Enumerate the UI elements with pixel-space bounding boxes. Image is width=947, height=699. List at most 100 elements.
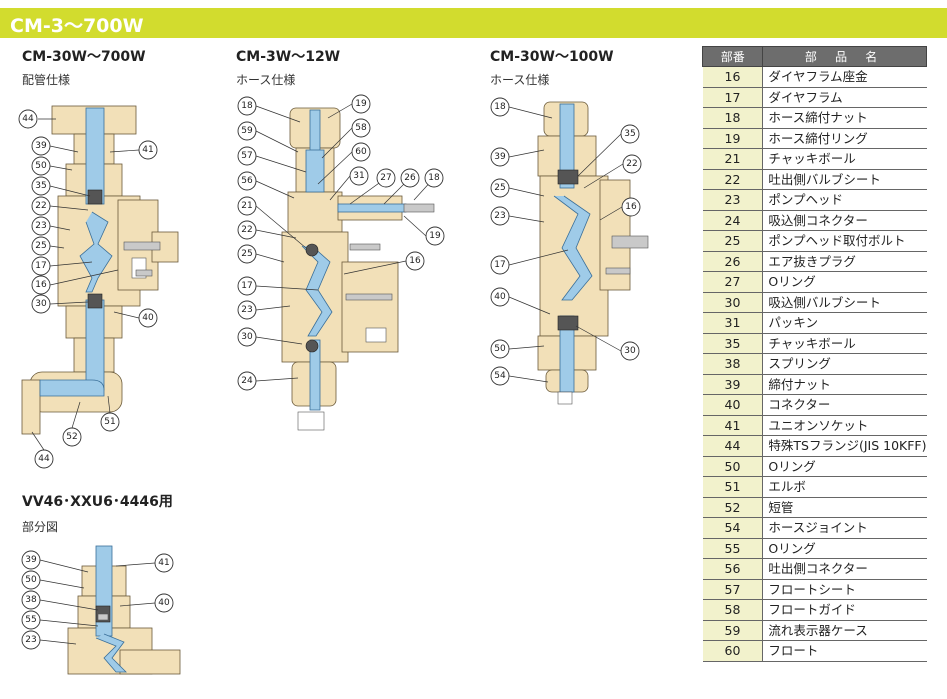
callout-number: 18 [241,101,253,111]
part-name: フロート [762,640,927,662]
callout-number: 50 [494,344,506,354]
callout-number: 23 [241,305,252,315]
part-number: 51 [702,476,764,498]
part-number: 39 [702,374,764,395]
diagram-partial-view [67,545,181,675]
part-name: フロートシート [762,579,927,600]
callout-number: 50 [35,161,47,171]
part-number: 21 [702,148,764,170]
part-number: 26 [702,251,764,272]
callout-number: 31 [353,171,364,181]
callout-number: 30 [624,346,636,356]
page-title: CM-3〜700W [10,15,144,37]
parts-table-header: 部番 部 品 名 [701,46,927,67]
part-name: 特殊TSフランジ(JIS 10KFF) [762,435,927,457]
section-subtitle-piping: 配管仕様 [22,73,71,87]
section-subtitle-hose-large: ホース仕様 [490,73,550,87]
callout-number: 38 [25,595,37,605]
callout-number: 21 [241,201,252,211]
part-number: 19 [702,128,764,149]
callout-number: 30 [35,299,47,309]
part-number: 30 [702,292,764,313]
part-number: 41 [702,415,764,436]
callout-number: 17 [494,260,505,270]
part-name: ポンプヘッド [762,189,927,211]
part-name: エア抜きプラグ [762,251,927,272]
part-number: 25 [702,230,764,252]
diagram-1-callouts: 44 39 50 41 35 22 23 25 17 16 30 40 52 5… [18,109,158,469]
callout-number: 35 [35,181,46,191]
part-name: コネクター [762,394,927,416]
part-number: 59 [702,620,764,641]
part-number: 50 [702,456,764,477]
part-number: 57 [702,579,764,600]
callout-number: 52 [66,432,77,442]
part-name: ポンプヘッド取付ボルト [762,230,927,252]
callout-number: 25 [494,183,505,193]
callout-number: 22 [626,159,637,169]
callout-number: 19 [355,99,367,109]
callout-number: 23 [35,221,46,231]
part-name: ダイヤフラム [762,87,927,108]
section-title-partial: VV46･XXU6･4446用 [22,494,173,510]
callout-number: 22 [241,225,252,235]
section-title-hose-small: CM-3W〜12W [236,49,341,65]
callout-number: 56 [241,176,253,186]
callout-number: 60 [355,147,367,157]
callout-number: 39 [35,141,47,151]
part-name: パッキン [762,312,927,334]
part-name: チャッキボール [762,333,927,354]
section-title-hose-large: CM-30W〜100W [490,49,614,65]
callout-number: 55 [25,615,36,625]
callout-number: 25 [35,241,46,251]
part-number: 24 [702,210,764,231]
callout-number: 18 [428,173,440,183]
callout-number: 50 [25,575,37,585]
part-name: 締付ナット [762,374,927,395]
diagram-4-callouts: 39 41 50 38 40 55 23 [21,550,174,650]
callout-number: 25 [241,249,252,259]
part-name: スプリング [762,353,927,375]
callout-number: 39 [494,152,506,162]
part-number: 31 [702,312,764,334]
part-number: 60 [702,640,764,662]
callout-number: 35 [624,129,635,139]
part-name: ホース締付リング [762,128,927,149]
part-number: 54 [702,517,764,539]
callout-number: 19 [429,231,441,241]
callout-number: 27 [380,173,391,183]
callout-number: 41 [158,558,169,568]
callout-number: 16 [625,202,637,212]
callout-number: 22 [35,201,46,211]
section-title-piping: CM-30W〜700W [22,49,146,65]
callout-number: 16 [409,256,421,266]
callout-number: 40 [494,292,506,302]
part-name: 吐出側バルブシート [762,169,927,190]
part-name: チャッキボール [762,148,927,170]
part-number: 35 [702,333,764,354]
part-name: ホースジョイント [762,517,927,539]
part-name: ホース締付ナット [762,107,927,129]
diagram-hose-large-type [537,101,649,405]
part-name: エルボ [762,476,927,498]
part-name: フロートガイド [762,599,927,621]
part-number: 16 [702,66,764,88]
part-name: 吐出側コネクター [762,558,927,580]
